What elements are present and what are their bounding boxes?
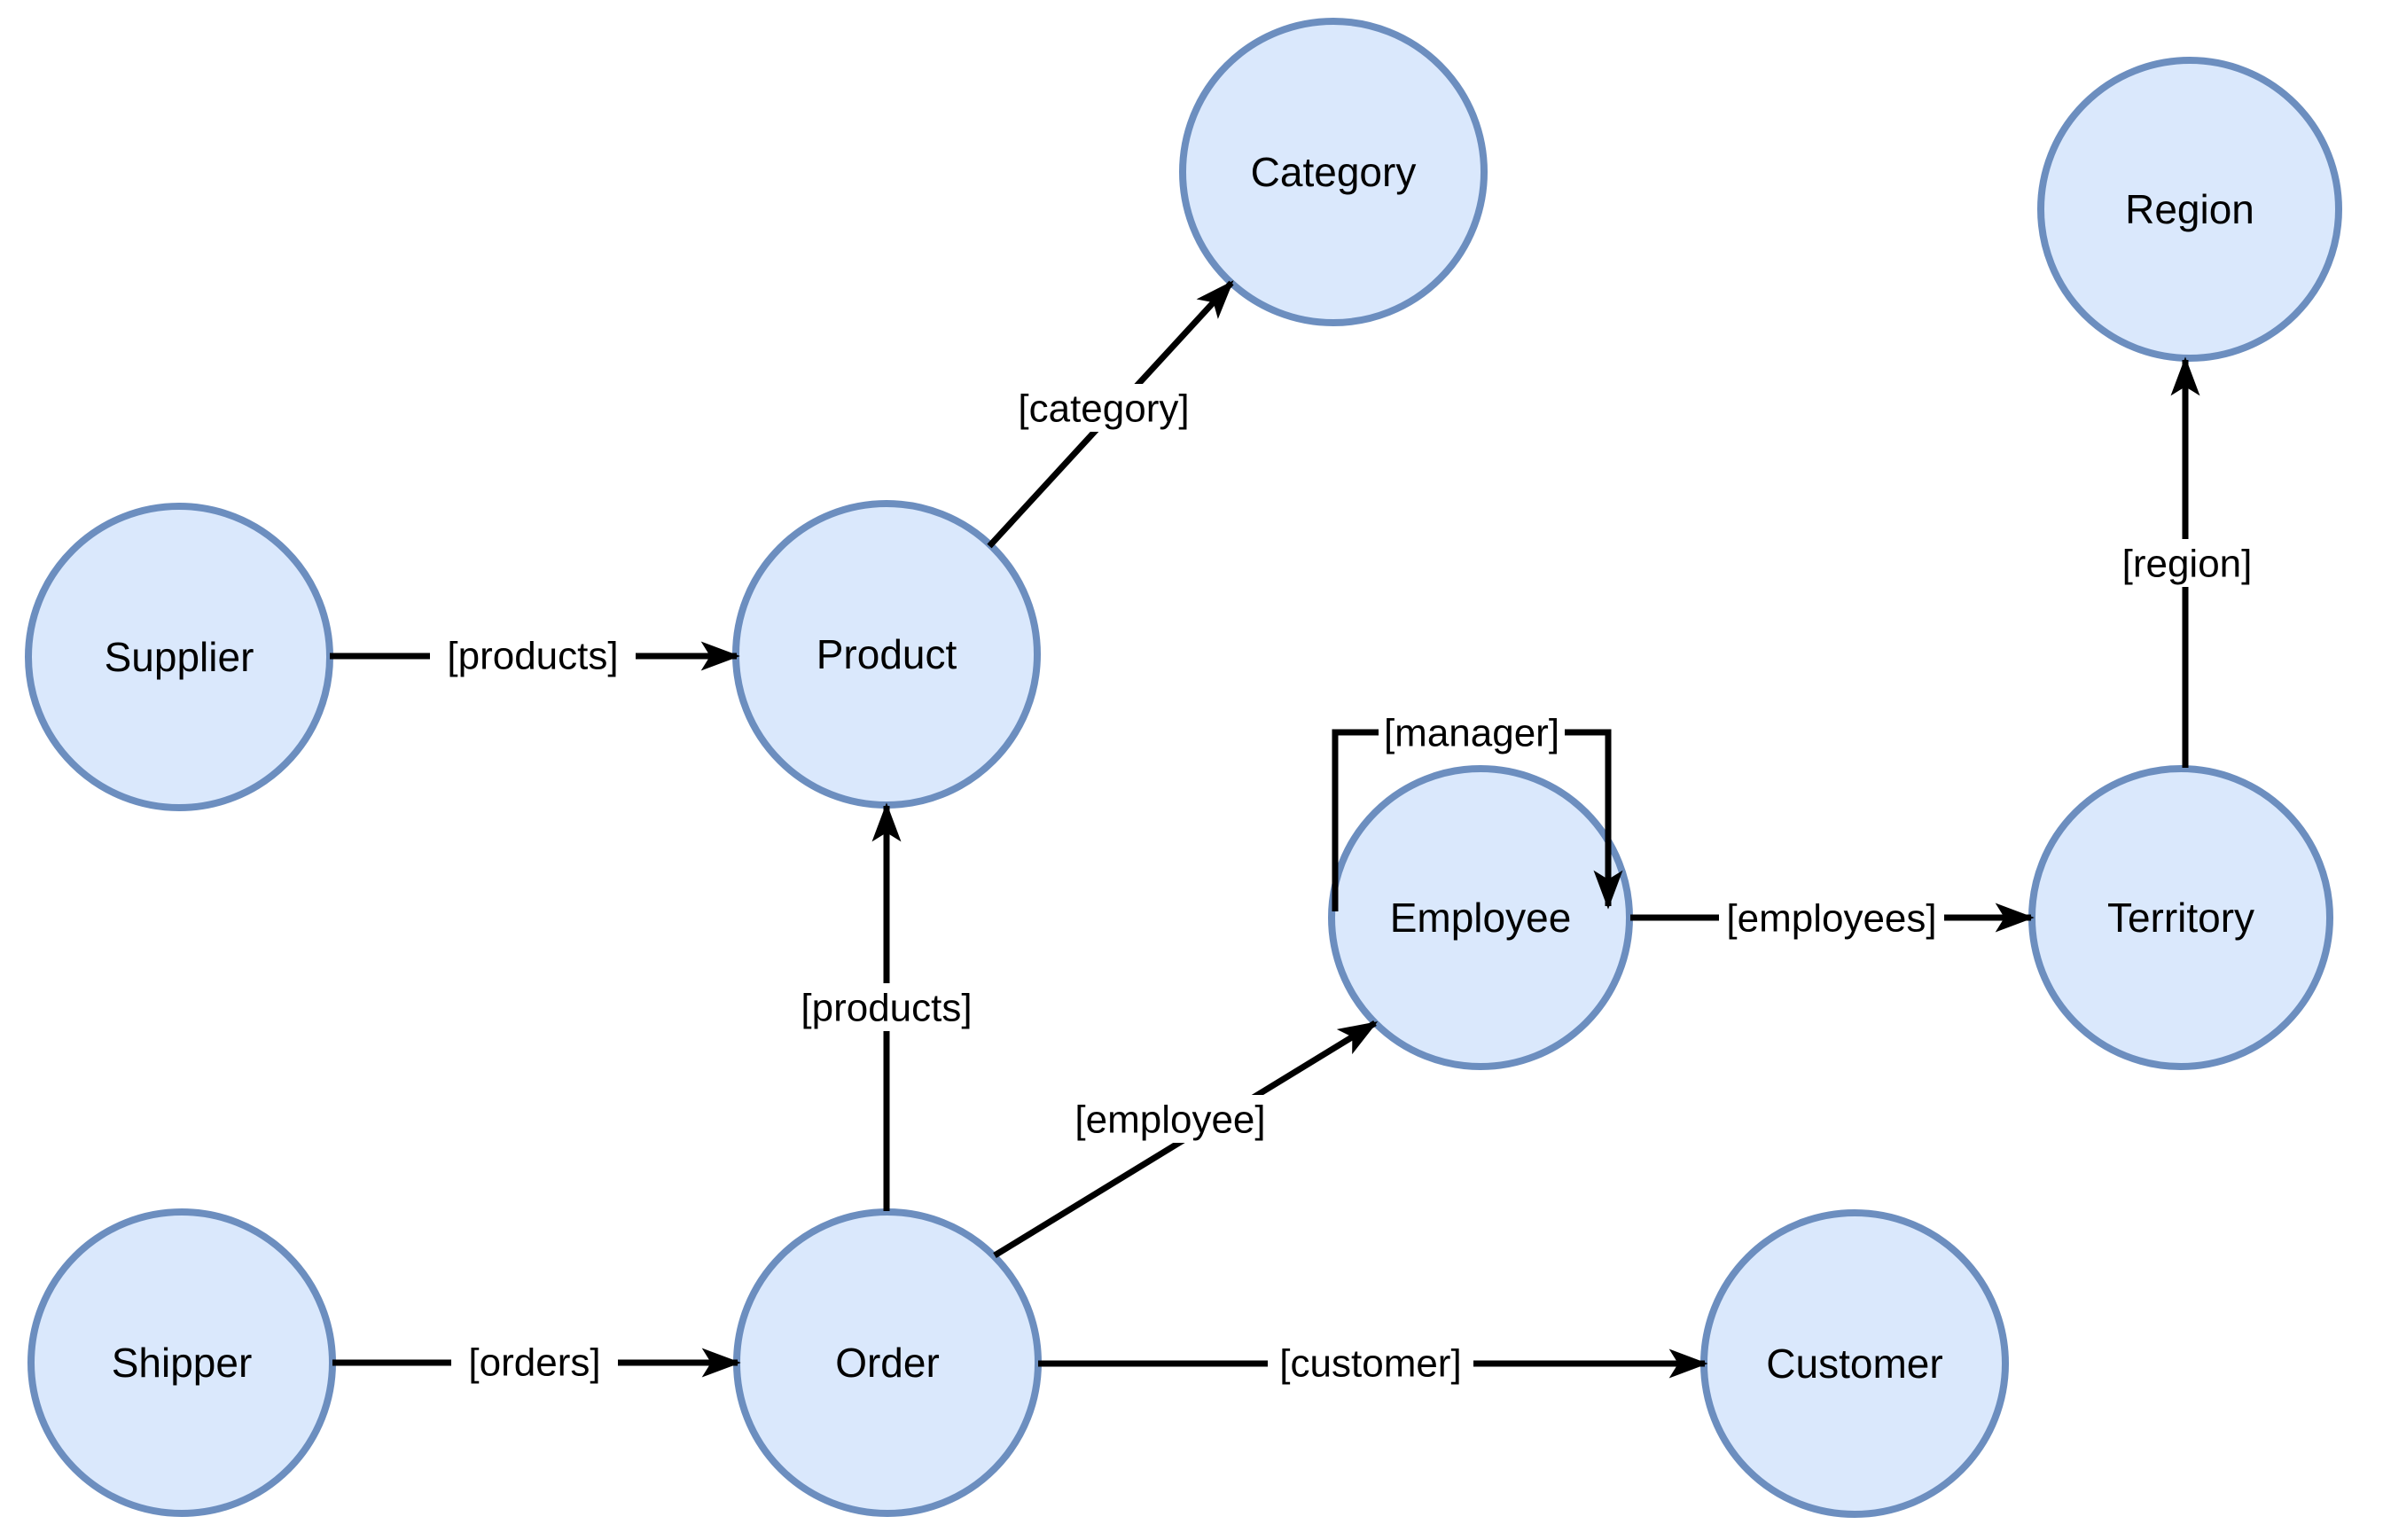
node-product[interactable]: Product xyxy=(732,500,1041,809)
node-label-customer: Customer xyxy=(1766,1341,1942,1387)
node-customer[interactable]: Customer xyxy=(1700,1209,2009,1518)
edge-label-bg-territory-region xyxy=(2104,539,2270,587)
edge-label-bg-order-customer xyxy=(1268,1339,1473,1387)
node-circle-employee[interactable] xyxy=(1328,765,1633,1070)
node-employee[interactable]: Employee xyxy=(1328,765,1633,1070)
edge-label-bg-supplier-product xyxy=(430,631,636,679)
node-region[interactable]: Region xyxy=(2037,57,2342,362)
node-shipper[interactable]: Shipper xyxy=(27,1208,336,1517)
edge-label-order-customer: [customer] xyxy=(1279,1341,1461,1385)
node-label-category: Category xyxy=(1251,149,1417,195)
node-category[interactable]: Category xyxy=(1179,18,1488,326)
node-label-order: Order xyxy=(835,1340,940,1386)
edge-label-territory-region: [region] xyxy=(2122,542,2253,585)
node-label-region: Region xyxy=(2125,186,2254,232)
edge-label-shipper-order: [orders] xyxy=(468,1341,600,1384)
edge-label-bg-order-employee xyxy=(1067,1095,1273,1143)
edge-label-order-product: [products] xyxy=(801,986,972,1029)
edge-label-bg-shipper-order xyxy=(451,1338,618,1386)
node-supplier[interactable]: Supplier xyxy=(25,503,333,811)
edge-label-order-employee: [employee] xyxy=(1074,1098,1265,1141)
edge-label-bg-employee-employee xyxy=(1379,708,1565,756)
edge-label-employee-employee: [manager] xyxy=(1384,711,1559,754)
edge-label-bg-employee-territory xyxy=(1719,894,1944,942)
node-label-product: Product xyxy=(816,631,957,677)
edge-label-employee-territory: [employees] xyxy=(1726,896,1936,940)
edge-label-product-category: [category] xyxy=(1018,387,1189,430)
edge-labels-layer: [products] [category] [products] [employee]… xyxy=(430,384,2270,1387)
node-label-shipper: Shipper xyxy=(112,1340,253,1386)
node-label-territory: Territory xyxy=(2107,895,2254,941)
edge-label-bg-product-category xyxy=(1001,384,1207,432)
node-label-employee: Employee xyxy=(1390,895,1572,941)
node-territory[interactable]: Territory xyxy=(2028,765,2333,1070)
node-order[interactable]: Order xyxy=(733,1208,1042,1517)
edge-label-supplier-product: [products] xyxy=(447,634,618,677)
edge-label-bg-order-product xyxy=(784,983,989,1031)
node-circle-category[interactable] xyxy=(1179,18,1488,326)
edges-layer xyxy=(330,280,2200,1379)
node-label-supplier: Supplier xyxy=(105,634,254,680)
